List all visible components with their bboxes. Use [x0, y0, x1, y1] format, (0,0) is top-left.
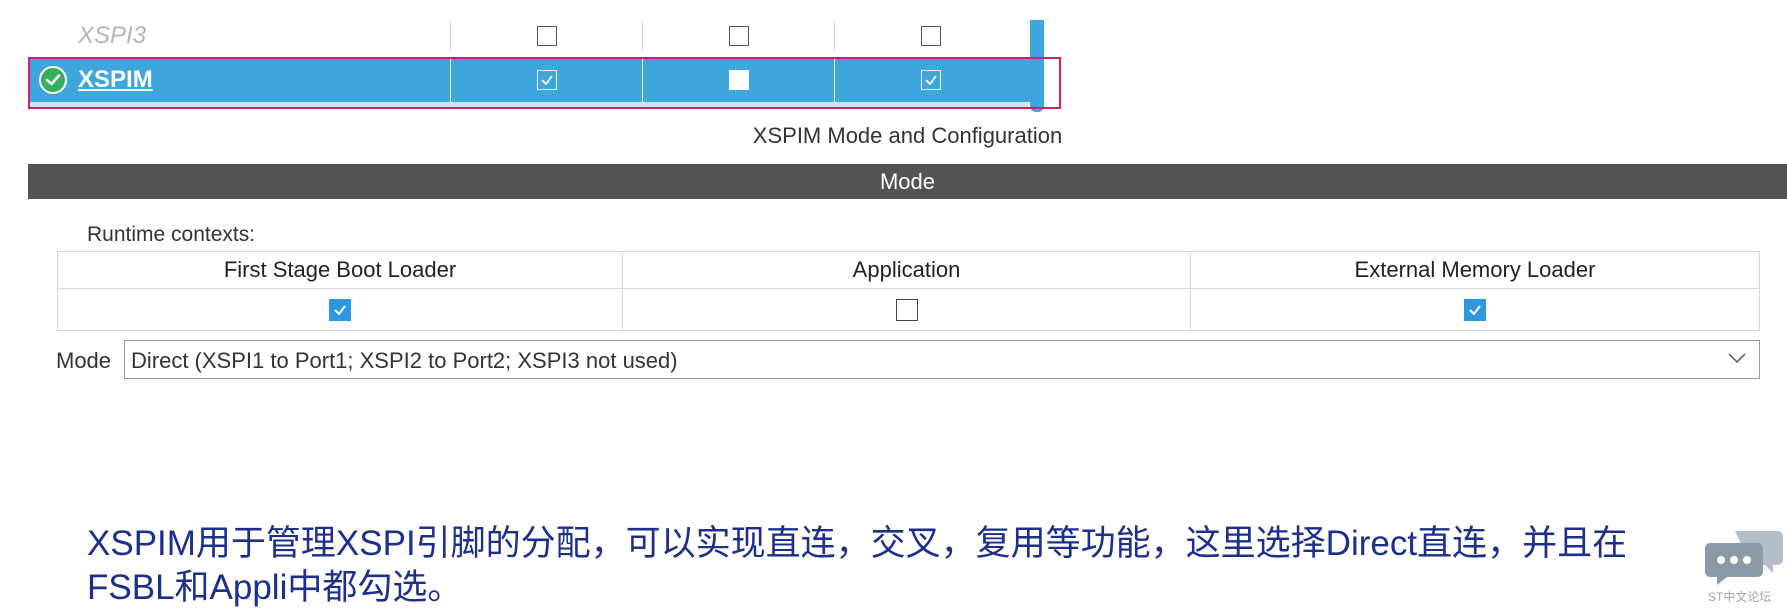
highlight-frame — [28, 57, 1061, 109]
mode-select-value: Direct (XSPI1 to Port1; XSPI2 to Port2; … — [131, 348, 678, 373]
checkbox[interactable] — [537, 25, 557, 46]
context-column-external-memory-loader: External Memory Loader — [1190, 252, 1759, 330]
context-header: External Memory Loader — [1191, 252, 1759, 289]
peripheral-check-cell — [642, 58, 835, 102]
chat-bubbles-icon — [1705, 527, 1785, 607]
context-checkbox-cell — [1191, 288, 1759, 332]
peripheral-check-cell — [450, 20, 643, 51]
peripheral-name: XSPI3 — [78, 21, 147, 49]
chevron-down-icon[interactable] — [1727, 351, 1747, 370]
external-memory-loader-checkbox[interactable] — [1464, 299, 1486, 321]
context-header: Application — [623, 252, 1190, 289]
watermark-text: ST中文论坛 — [1708, 590, 1772, 604]
runtime-contexts-label: Runtime contexts: — [87, 223, 256, 246]
mode-label: Mode — [56, 348, 112, 373]
context-column-fsbl: First Stage Boot Loader — [58, 252, 622, 330]
context-column-application: Application — [622, 252, 1190, 330]
context-checkbox-cell — [58, 288, 622, 332]
peripheral-check-cell — [834, 58, 1027, 102]
scrollbar[interactable] — [1030, 20, 1044, 112]
mode-section-header[interactable]: Mode — [28, 164, 1787, 199]
checkbox-checked[interactable] — [921, 70, 941, 90]
caption-text: XSPIM用于管理XSPI引脚的分配，可以实现直连，交叉，复用等功能，这里选择D… — [87, 524, 1628, 607]
checkbox[interactable] — [729, 25, 749, 46]
peripheral-check-cell — [642, 20, 835, 51]
peripheral-name[interactable]: XSPIM — [78, 66, 153, 93]
peripheral-list: XSPI3 XSPIM — [28, 20, 1044, 112]
context-header: First Stage Boot Loader — [58, 252, 622, 289]
checkbox-checked[interactable] — [537, 70, 557, 90]
peripheral-row-xspim[interactable]: XSPIM — [28, 58, 1044, 102]
runtime-contexts-table: First Stage Boot Loader Application Exte… — [57, 251, 1760, 331]
checkbox[interactable] — [921, 25, 941, 46]
peripheral-check-cell — [834, 20, 1027, 51]
check-circle-icon — [39, 66, 67, 94]
context-checkbox-cell — [623, 288, 1190, 332]
config-title: XSPIM Mode and Configuration — [752, 123, 1063, 148]
application-checkbox[interactable] — [895, 299, 918, 321]
fsbl-checkbox[interactable] — [329, 299, 351, 321]
peripheral-row-xspi3[interactable]: XSPI3 — [28, 20, 1044, 51]
mode-select[interactable]: Direct (XSPI1 to Port1; XSPI2 to Port2; … — [124, 340, 1760, 379]
peripheral-check-cell — [450, 58, 643, 102]
peripheral-name-cell: XSPI3 — [28, 20, 450, 51]
row-separator — [28, 102, 1028, 109]
peripheral-name-cell: XSPIM — [28, 58, 450, 102]
checkbox[interactable] — [729, 70, 749, 90]
